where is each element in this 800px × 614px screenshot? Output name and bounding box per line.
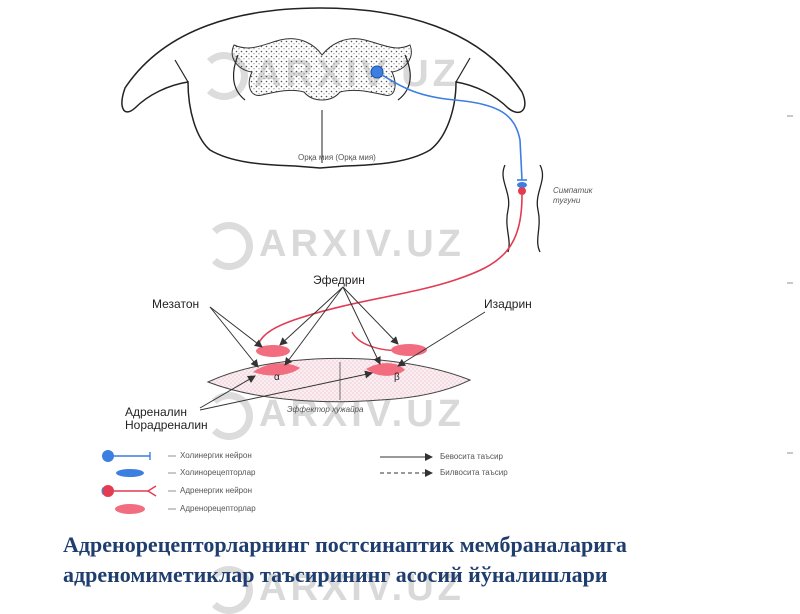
spinal-cord-root-left xyxy=(174,57,471,83)
legend-label-cholinergic-neuron: Холинергик нейрон xyxy=(180,451,252,460)
arrow-adrenalin-2 xyxy=(199,370,373,411)
legend-label-adrenoreceptors: Адренорецепторлар xyxy=(180,504,256,513)
postganglionic-fiber xyxy=(257,194,523,346)
watermark-logo-icon xyxy=(200,52,248,100)
label-spinal-cord: Орқа мия (Орқа мия) xyxy=(298,153,376,162)
legend-adrenergic-half xyxy=(101,487,103,495)
legend-adrenergic-terminal xyxy=(147,485,157,497)
arrow-adrenalin-1 xyxy=(199,375,256,409)
legend-label-cholinoreceptors: Холинорецепторлар xyxy=(180,468,256,477)
label-izadrin: Изадрин xyxy=(484,297,532,311)
spinal-cord-outline xyxy=(121,7,526,169)
label-effector: Эффектор ҳужайра xyxy=(287,405,364,414)
label-adrenalin: Адреналин xyxy=(125,405,187,419)
arrow-izadrin xyxy=(397,311,486,367)
legend-cholinoreceptor-icon xyxy=(116,469,144,477)
watermark-middle: ARXIV.UZ xyxy=(205,222,465,270)
ganglion-outline-right xyxy=(536,164,544,253)
edge-mark xyxy=(787,115,793,117)
ganglion-outline-left xyxy=(502,164,510,253)
adrenergic-neuron-body xyxy=(518,187,526,195)
preganglionic-fiber xyxy=(376,71,523,181)
arrow-mesaton-1 xyxy=(209,306,263,348)
arrow-ephedrine-2 xyxy=(284,286,344,366)
label-ganglion: Симпатик тугуни xyxy=(553,186,593,205)
drug-arrows xyxy=(199,286,486,411)
ganglion-receptor xyxy=(517,182,527,188)
label-mesaton: Мезатон xyxy=(152,297,200,311)
adrenergic-diagram xyxy=(101,7,544,514)
arrow-ephedrine-1 xyxy=(279,286,344,346)
legend-symbols xyxy=(101,450,433,514)
edge-mark xyxy=(787,282,793,284)
sympathetic-ganglion xyxy=(502,164,544,253)
edge-mark xyxy=(787,452,793,454)
label-alpha: α xyxy=(274,372,280,383)
beta-receptor xyxy=(366,363,405,376)
presynaptic-receptor-left xyxy=(256,345,290,357)
watermark-logo-icon xyxy=(205,392,253,440)
label-ephedrine: Эфедрин xyxy=(313,273,365,287)
spinal-cord xyxy=(121,7,526,169)
grey-matter xyxy=(231,38,412,101)
label-noradrenalin: Норадреналин xyxy=(125,418,208,432)
caption-line-2: адреномиметиклар таъсирининг асосий йўна… xyxy=(63,562,608,587)
arrow-ephedrine-3 xyxy=(342,286,399,345)
arrow-mesaton-2 xyxy=(209,306,259,368)
legend-adrenoreceptor-icon xyxy=(115,504,145,514)
arrow-ephedrine-4 xyxy=(342,286,381,365)
presynaptic-receptor-right xyxy=(391,344,427,356)
watermark-logo-icon xyxy=(205,222,253,270)
legend-label-adrenergic-neuron: Адренергик нейрон xyxy=(180,486,252,495)
caption-line-1: Адренорецепторларнинг постсинаптик мембр… xyxy=(63,532,627,557)
label-beta: β xyxy=(394,372,400,383)
legend-cholinergic-neuron-icon xyxy=(102,450,114,462)
legend-adrenergic-neuron-icon xyxy=(102,485,114,497)
alpha-receptor xyxy=(253,363,300,376)
legend-label-direct-action: Бевосита таъсир xyxy=(440,452,503,461)
legend-label-indirect-action: Билвосита таъсир xyxy=(440,468,508,477)
